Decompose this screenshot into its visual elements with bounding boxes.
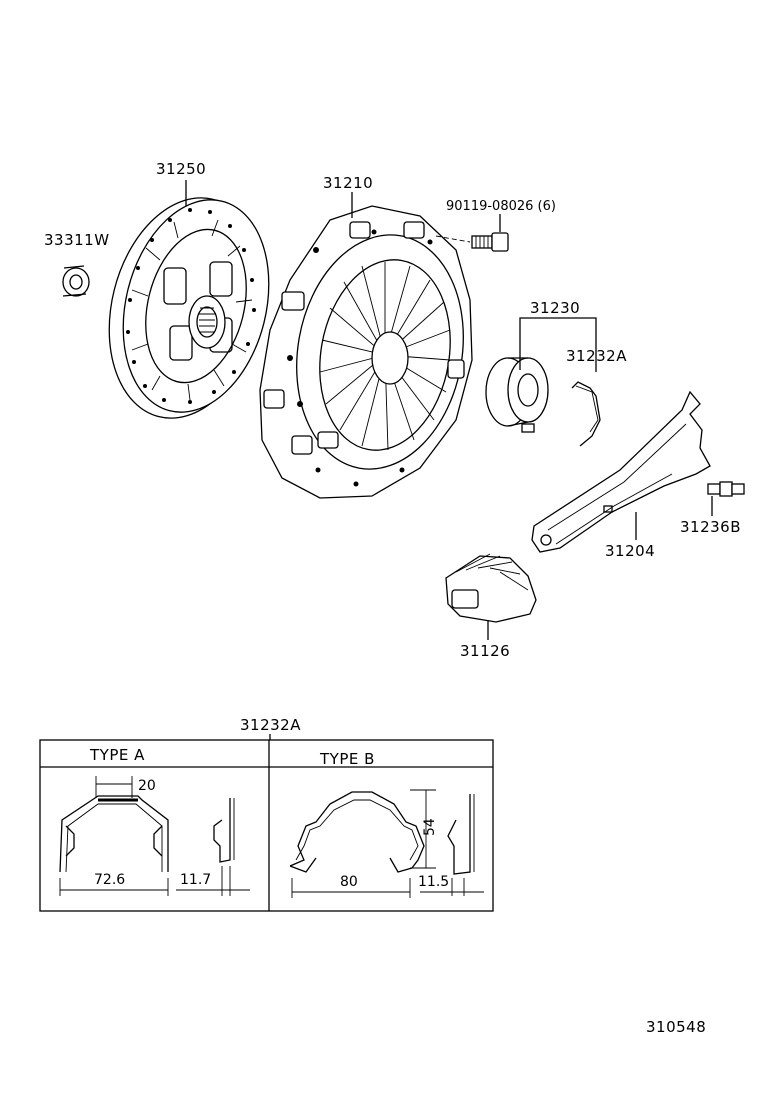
- release-fork-31204: [531, 390, 711, 553]
- bracket-31230: [519, 317, 597, 372]
- hub-clip-31232a: [571, 381, 601, 447]
- inset-title: 31232A: [240, 716, 301, 734]
- dim-b-height: 54: [422, 818, 438, 836]
- release-bearing-31230: [485, 357, 549, 433]
- dim-b-width: 80: [340, 874, 358, 890]
- type-a-dim-width: [59, 878, 169, 896]
- type-b-clip-front: [289, 791, 425, 873]
- part-label-31232a: 31232A: [566, 347, 627, 365]
- inset-frame: [39, 739, 494, 912]
- type-a-clip-side: [213, 798, 235, 896]
- bolt-90119-08026: [435, 232, 509, 252]
- diagram-code: 310548: [646, 1018, 706, 1036]
- part-label-31210: 31210: [323, 174, 373, 192]
- part-label-31250: 31250: [156, 160, 206, 178]
- fork-pivot-31236b: [707, 481, 745, 497]
- part-label-31126: 31126: [460, 642, 510, 660]
- fork-boot-31126: [445, 553, 537, 623]
- clutch-cover-31210: [259, 205, 473, 499]
- clutch-disc-31250: [108, 197, 270, 419]
- dim-b-side: 11.5: [418, 874, 449, 890]
- dim-a-top: 20: [138, 778, 156, 794]
- pilot-bearing-33311w: [62, 265, 90, 297]
- part-label-31236b: 31236B: [680, 518, 741, 536]
- type-b-dim-width: [291, 878, 411, 898]
- type-a-heading: TYPE A: [89, 746, 145, 764]
- part-label-31204: 31204: [605, 542, 655, 560]
- type-b-dim-height: [410, 789, 436, 869]
- type-b-heading: TYPE B: [319, 750, 375, 768]
- part-label-33311w: 33311W: [44, 231, 110, 249]
- type-a-clip-front: [59, 795, 169, 873]
- part-label-90119: 90119-08026 (6): [446, 199, 556, 214]
- dim-a-width: 72.6: [94, 872, 125, 888]
- type-b-clip-side: [447, 794, 475, 896]
- part-label-31230: 31230: [530, 299, 580, 317]
- type-a-dim-top: [95, 776, 133, 798]
- dim-a-side: 11.7: [180, 872, 211, 888]
